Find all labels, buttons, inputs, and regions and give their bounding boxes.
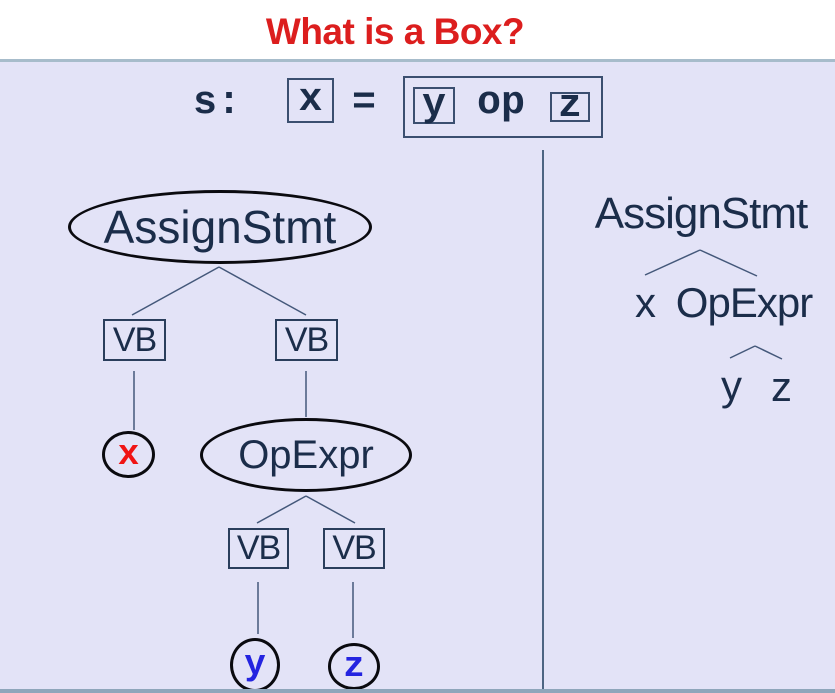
edge-ast-root-to-x bbox=[644, 249, 701, 276]
expression-left-operand: y bbox=[421, 82, 446, 128]
title-separator-line bbox=[0, 59, 835, 62]
expression-statement-label: s: bbox=[193, 81, 242, 126]
ast-z-label: z bbox=[771, 363, 792, 410]
box-tree-root-label: AssignStmt bbox=[103, 201, 337, 253]
box-tree-y-leaf-circle: y bbox=[230, 638, 280, 692]
box-tree-opexpr-ellipse: OpExpr bbox=[200, 418, 412, 492]
ast-y-label: y bbox=[721, 362, 742, 409]
edge-ast-opexpr-to-z bbox=[754, 345, 783, 360]
edge-assignstmt-to-vb2 bbox=[218, 266, 307, 316]
ast-x-label: x bbox=[635, 279, 656, 326]
expression-x-box: x bbox=[287, 78, 334, 123]
box-tree-vb4-box: VB bbox=[323, 528, 385, 569]
expression-lhs-var: x bbox=[298, 77, 323, 123]
box-tree-vb3-box: VB bbox=[228, 528, 289, 569]
slide-title: What is a Box? bbox=[265, 11, 525, 52]
box-tree-vb1-label: VB bbox=[112, 320, 157, 359]
expression-rhs-box bbox=[403, 76, 603, 138]
expression-z-box: z bbox=[550, 87, 590, 127]
box-tree-vb4-label: VB bbox=[332, 529, 376, 567]
box-tree-vb2-box: VB bbox=[275, 319, 338, 361]
ast-opexpr-label: OpExpr bbox=[675, 279, 813, 326]
expression-y-box: y bbox=[413, 82, 455, 128]
expression-operator: op bbox=[477, 81, 526, 126]
box-tree-vb1-box: VB bbox=[103, 319, 166, 361]
box-tree-z-leaf-label: z bbox=[343, 645, 365, 687]
box-tree-z-leaf-circle: z bbox=[328, 643, 380, 690]
box-tree-vb2-label: VB bbox=[284, 320, 329, 359]
expression-equals-sign: = bbox=[352, 81, 377, 126]
edge-opexpr-to-vb4 bbox=[305, 495, 356, 524]
edge-ast-root-to-opexpr bbox=[699, 249, 758, 277]
slide-bottom-border bbox=[0, 689, 835, 693]
box-tree-x-leaf-label: x bbox=[117, 433, 140, 475]
box-tree-opexpr-label: OpExpr bbox=[238, 432, 374, 477]
ast-root-label: AssignStmt bbox=[594, 189, 809, 238]
edge-opexpr-to-vb3 bbox=[256, 495, 307, 524]
title-band: What is a Box? bbox=[0, 0, 835, 59]
expression-right-operand: z bbox=[557, 84, 582, 129]
box-tree-y-leaf-label: y bbox=[244, 644, 266, 685]
edge-assignstmt-to-vb1 bbox=[131, 266, 220, 316]
box-tree-root-ellipse: AssignStmt bbox=[68, 190, 372, 264]
box-tree-vb3-label: VB bbox=[236, 529, 281, 567]
box-tree-x-leaf-circle: x bbox=[102, 431, 155, 478]
edge-ast-opexpr-to-y bbox=[729, 345, 756, 359]
